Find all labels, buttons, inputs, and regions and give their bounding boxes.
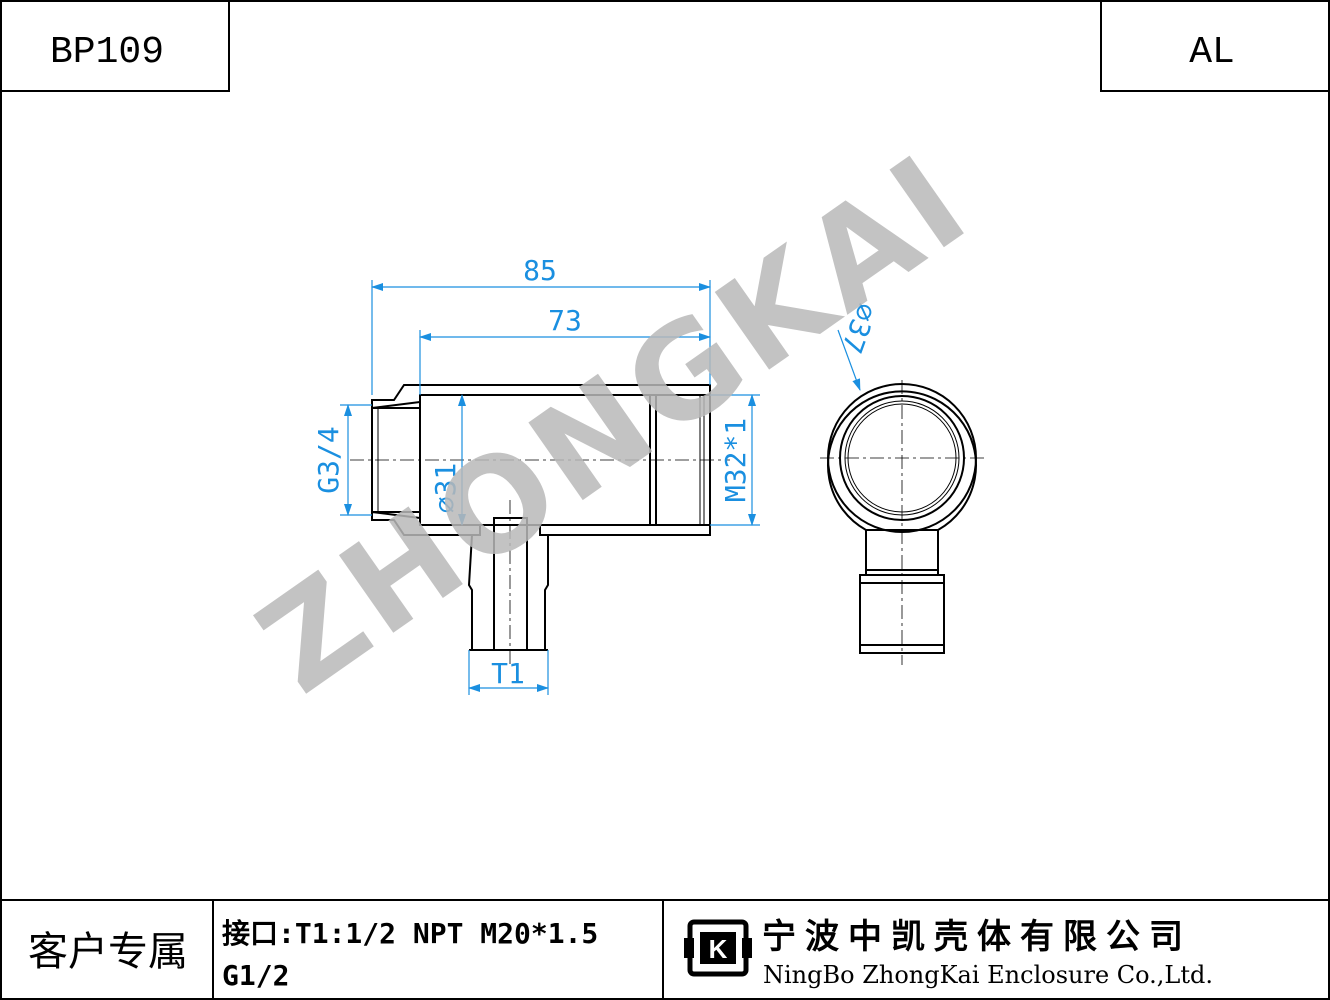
dim-inlet-thread: G3/4 — [312, 426, 345, 493]
part-code-cell — [0, 0, 230, 92]
material-cell — [1100, 0, 1330, 92]
dimensions: 85 73 G3/4 ⌀31 M32*1 T1 ⌀37 — [312, 254, 883, 695]
header: BP109 AL — [0, 0, 1330, 92]
dim-overall-length: 85 — [523, 254, 557, 287]
dim-outlet-thread: M32*1 — [719, 418, 752, 502]
company-name-cn: 宁波中凯壳体有限公司 — [762, 917, 1192, 957]
dim-branch-thread: T1 — [491, 657, 525, 690]
customer-label: 客户专属 — [28, 929, 188, 975]
company-name-en: NingBo ZhongKai Enclosure Co.,Ltd. — [763, 961, 1213, 989]
company-logo-icon: K — [684, 919, 752, 977]
part-code: BP109 — [50, 31, 164, 74]
dim-bore-diameter: ⌀31 — [429, 463, 462, 514]
end-view — [820, 380, 985, 665]
watermark: ZHONGKAI — [232, 124, 996, 723]
side-section-view — [350, 384, 730, 665]
dim-body-length: 73 — [548, 304, 582, 337]
spec-line-1: 接口:T1:1/2 NPT M20*1.5 — [222, 917, 598, 950]
material-code: AL — [1189, 31, 1235, 74]
title-block: 客户专属 接口:T1:1/2 NPT M20*1.5 G1/2 K 宁波中凯壳体… — [1, 899, 1329, 999]
spec-line-2: G1/2 — [222, 959, 289, 992]
company-logo-letter: K — [709, 934, 728, 964]
